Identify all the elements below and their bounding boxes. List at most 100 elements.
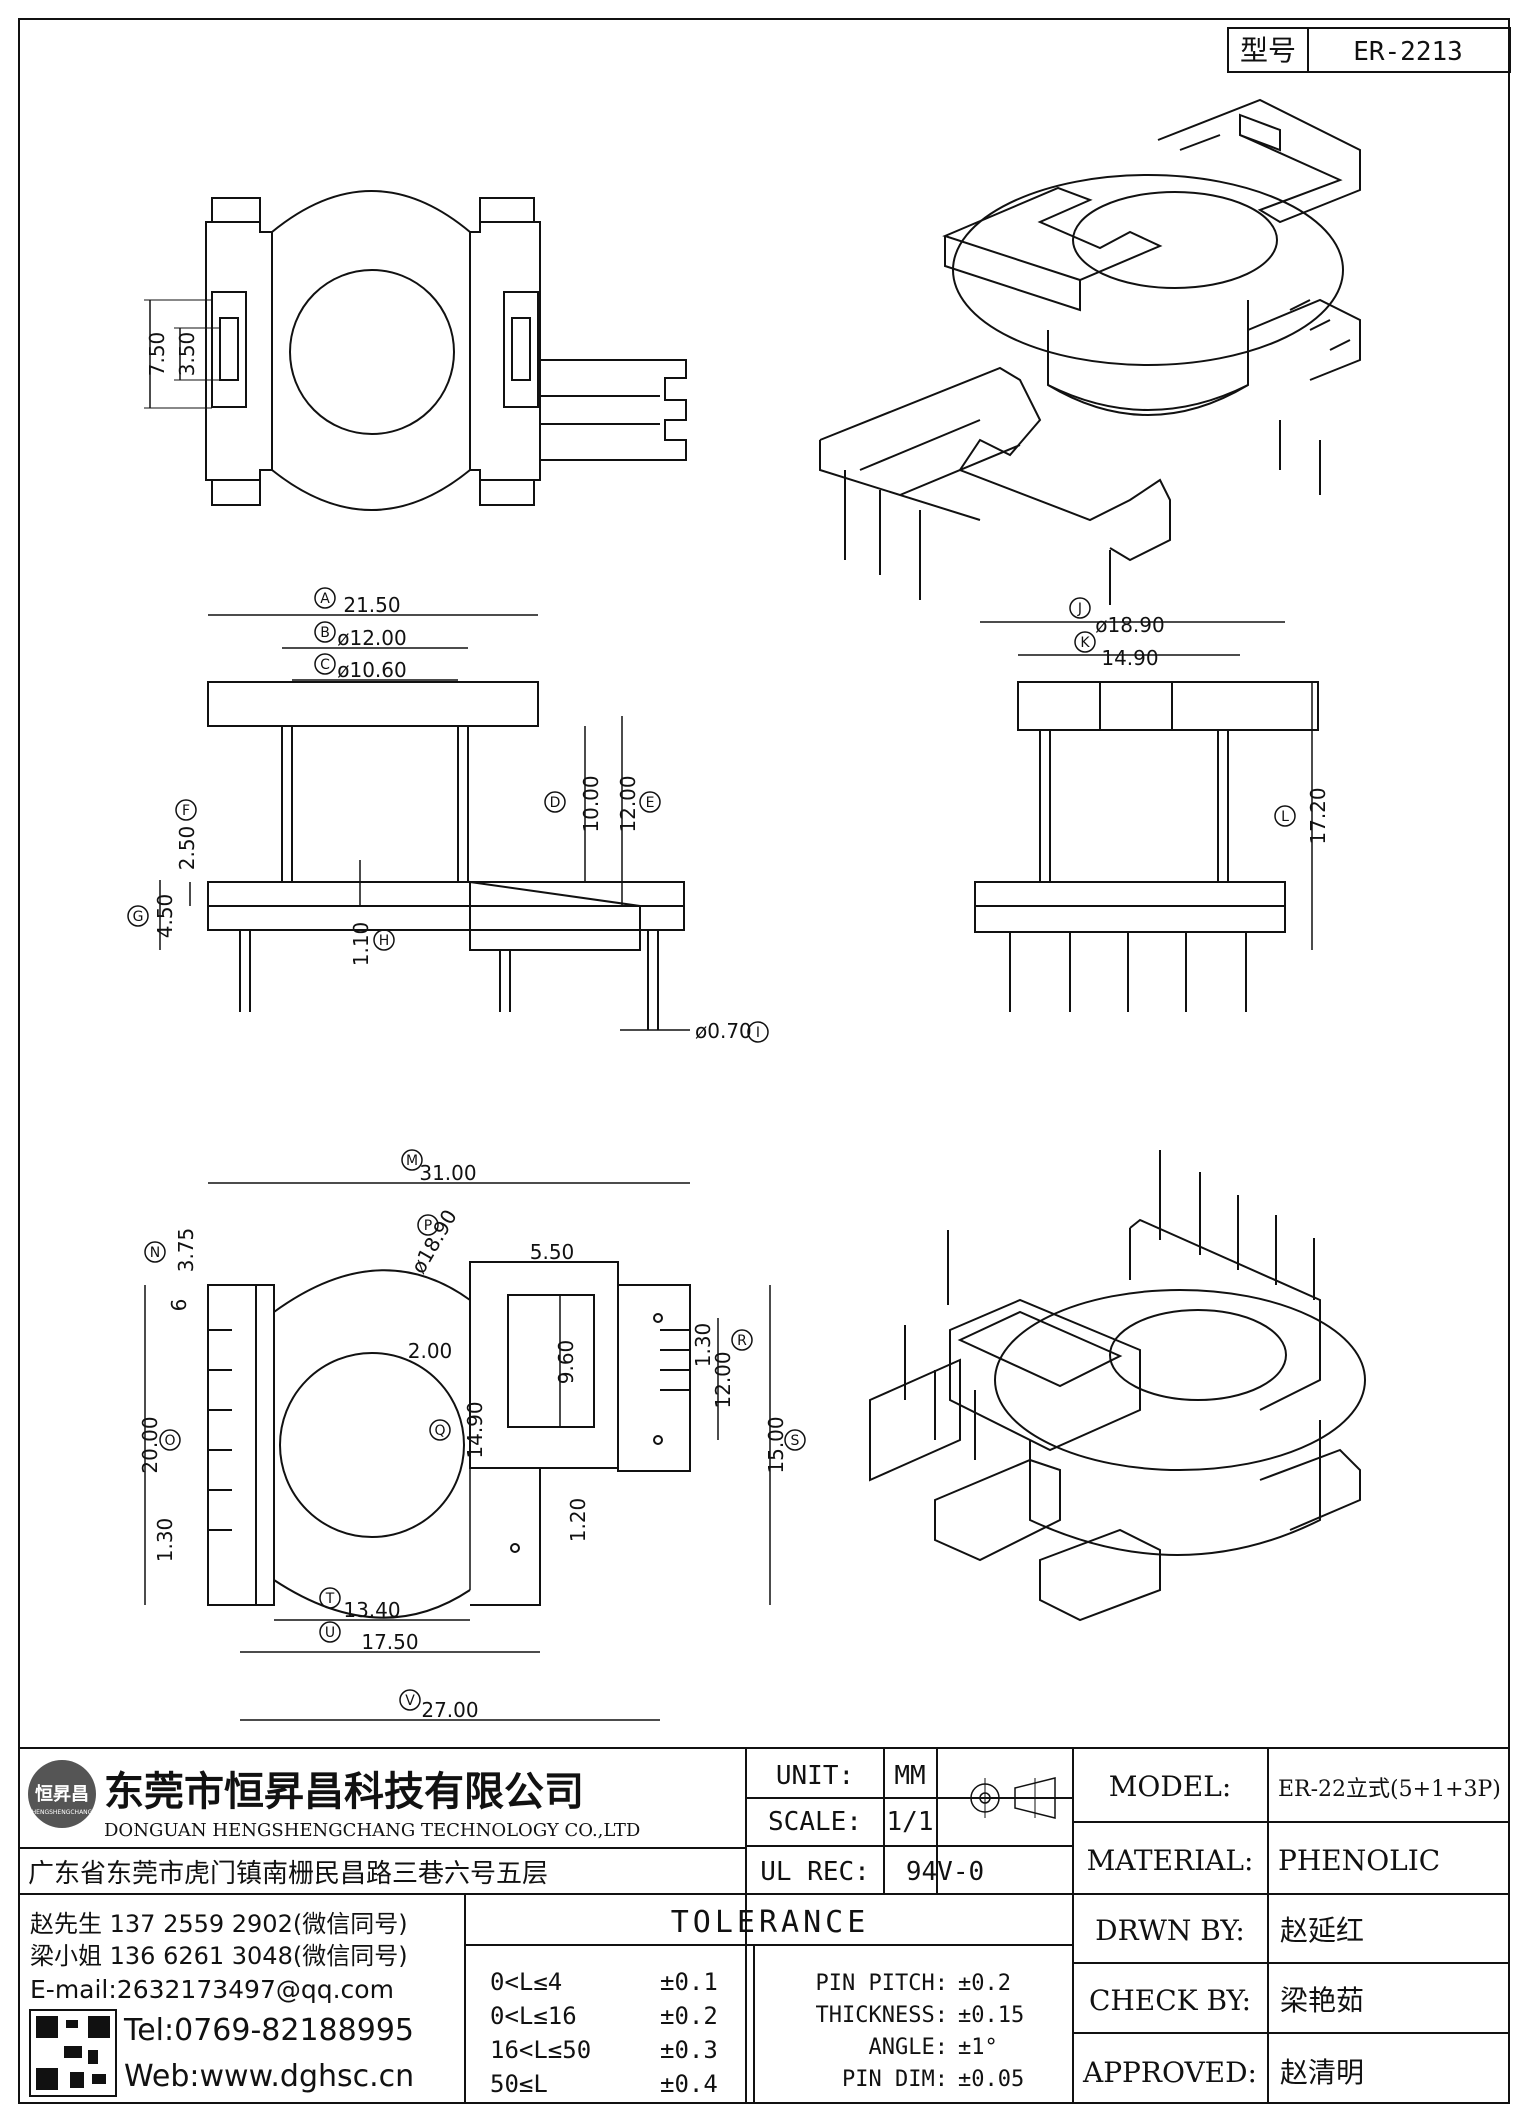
dim-j: ø18.90 bbox=[1095, 613, 1165, 637]
company-name-cn: 东莞市恒昇昌科技有限公司 bbox=[104, 1768, 584, 1815]
dim-d: 10.00 bbox=[579, 775, 603, 832]
top-view: 7.50 3.50 bbox=[144, 190, 687, 511]
model-box: 型号 ER-2213 bbox=[1227, 27, 1511, 73]
svg-text:P: P bbox=[424, 1218, 432, 1234]
marker-t: T bbox=[319, 1587, 341, 1609]
company-email: E-mail:2632173497@qq.com bbox=[30, 1975, 394, 2004]
ulrec-value: 94V-0 bbox=[906, 1857, 984, 1887]
approved-label: APPROVED: bbox=[1082, 2056, 1257, 2089]
spec-name-4: PIN DIM: bbox=[842, 2067, 948, 2092]
dim-a: 21.50 bbox=[343, 593, 400, 617]
dim-side-b: 3.50 bbox=[175, 332, 199, 377]
dim-f: 2.50 bbox=[175, 826, 199, 871]
tolerance-title: TOLERANCE bbox=[671, 1905, 870, 1940]
svg-text:O: O bbox=[164, 1433, 175, 1449]
material-value: PHENOLIC bbox=[1278, 1844, 1440, 1877]
marker-h: H bbox=[373, 929, 395, 951]
model-label: MODEL: bbox=[1109, 1770, 1232, 1803]
dim-side-a: 7.50 bbox=[145, 332, 169, 377]
company-web: Web:www.dghsc.cn bbox=[124, 2059, 414, 2094]
marker-i: I bbox=[747, 1021, 769, 1043]
marker-c: C bbox=[314, 653, 336, 675]
marker-e: E bbox=[639, 791, 661, 813]
dim-b: ø12.00 bbox=[337, 626, 407, 650]
marker-n: N bbox=[144, 1241, 166, 1263]
company-info: 东莞市恒昇昌科技有限公司 DONGUAN HENGSHENGCHANG TECH… bbox=[28, 1768, 640, 2094]
tol-range-2: 0<L≤16 bbox=[490, 2002, 577, 2030]
tol-range-3: 16<L≤50 bbox=[490, 2036, 591, 2064]
company-tel: Tel:0769-82188995 bbox=[123, 2013, 414, 2048]
marker-k: K bbox=[1074, 631, 1096, 653]
svg-text:L: L bbox=[1281, 809, 1289, 825]
unit-scale-block: UNIT: MM SCALE: 1/1 UL REC: 94V-0 bbox=[760, 1761, 984, 1887]
svg-text:U: U bbox=[325, 1625, 335, 1641]
dim-pitch-b: 1.30 bbox=[153, 1518, 177, 1563]
scale-value: 1/1 bbox=[887, 1807, 934, 1837]
ulrec-label: UL REC: bbox=[760, 1857, 870, 1887]
marker-a: A bbox=[314, 587, 336, 609]
title-block bbox=[18, 1747, 1510, 2104]
spec-name-3: ANGLE: bbox=[869, 2035, 948, 2060]
svg-text:S: S bbox=[791, 1433, 800, 1449]
iso-view-top bbox=[819, 98, 1361, 605]
dim-r: 12.00 bbox=[711, 1351, 735, 1408]
marker-f: F bbox=[175, 799, 197, 821]
contact-2: 梁小姐 136 6261 3048(微信同号) bbox=[30, 1942, 408, 1970]
marker-g: G bbox=[127, 905, 149, 927]
svg-text:E: E bbox=[646, 795, 655, 811]
spec-name-2: THICKNESS: bbox=[816, 2003, 948, 2028]
dimension-markers: A B C D E F G H I J K L M N O P Q R S T … bbox=[127, 587, 1296, 1711]
model-value: ER-22立式(5+1+3P) bbox=[1278, 1777, 1501, 1802]
dim-m: 31.00 bbox=[419, 1161, 476, 1185]
approval-block: MODEL: ER-22立式(5+1+3P) MATERIAL: PHENOLI… bbox=[1082, 1770, 1501, 2089]
tol-range-4: 50≤L bbox=[490, 2070, 548, 2098]
marker-l: L bbox=[1274, 805, 1296, 827]
company-logo: 恒昇昌 HENGSHENGCHANG bbox=[28, 1760, 96, 1828]
dim-o: 20.00 bbox=[138, 1416, 162, 1473]
tol-value-1: ±0.1 bbox=[660, 1968, 718, 1996]
tolerance-block: TOLERANCE 0<L≤4 ±0.1 0<L≤16 ±0.2 16<L≤50… bbox=[490, 1905, 1024, 2098]
material-label: MATERIAL: bbox=[1087, 1844, 1254, 1877]
dim-c: ø10.60 bbox=[337, 658, 407, 682]
tol-value-2: ±0.2 bbox=[660, 2002, 718, 2030]
svg-text:F: F bbox=[182, 803, 190, 819]
dim-u: 17.50 bbox=[361, 1630, 418, 1654]
dim-g: 4.50 bbox=[153, 894, 177, 939]
tol-value-4: ±0.4 bbox=[660, 2070, 718, 2098]
drawing-frame bbox=[18, 18, 1510, 2104]
drwn-label: DRWN BY: bbox=[1095, 1914, 1245, 1947]
svg-text:H: H bbox=[379, 933, 390, 949]
iso-view-bottom bbox=[869, 1150, 1366, 1622]
svg-text:M: M bbox=[406, 1153, 418, 1169]
approved-value: 赵清明 bbox=[1280, 2056, 1364, 2089]
dim-h: 1.10 bbox=[349, 922, 373, 967]
dim-top-h: 9.60 bbox=[554, 1340, 578, 1385]
dim-step: 1.20 bbox=[566, 1498, 590, 1543]
svg-text:G: G bbox=[133, 909, 144, 925]
svg-text:A: A bbox=[320, 591, 330, 607]
svg-text:K: K bbox=[1080, 635, 1090, 651]
marker-u: U bbox=[319, 1621, 341, 1643]
spec-name-1: PIN PITCH: bbox=[816, 1971, 948, 1996]
dim-top-w: 5.50 bbox=[530, 1240, 575, 1264]
check-value: 梁艳茹 bbox=[1280, 1984, 1364, 2017]
tol-value-3: ±0.3 bbox=[660, 2036, 718, 2064]
dim-q: 14.90 bbox=[463, 1401, 487, 1458]
dim-i: ø0.70 bbox=[695, 1019, 752, 1043]
side-view bbox=[974, 621, 1319, 1012]
dim-l: 17.20 bbox=[1306, 787, 1330, 844]
check-label: CHECK BY: bbox=[1089, 1984, 1251, 2017]
spec-tol-2: ±0.15 bbox=[958, 2003, 1024, 2028]
contact-1: 赵先生 137 2559 2902(微信同号) bbox=[30, 1910, 408, 1938]
front-view bbox=[159, 614, 690, 1031]
svg-text:V: V bbox=[405, 1693, 415, 1709]
tol-range-1: 0<L≤4 bbox=[490, 1968, 562, 1996]
unit-value: MM bbox=[894, 1761, 925, 1791]
marker-p: P bbox=[417, 1214, 439, 1236]
dim-v: 27.00 bbox=[421, 1698, 478, 1722]
svg-text:Q: Q bbox=[434, 1423, 445, 1439]
svg-text:I: I bbox=[756, 1025, 760, 1041]
svg-text:R: R bbox=[737, 1333, 747, 1349]
model-box-value: ER-2213 bbox=[1353, 37, 1463, 67]
